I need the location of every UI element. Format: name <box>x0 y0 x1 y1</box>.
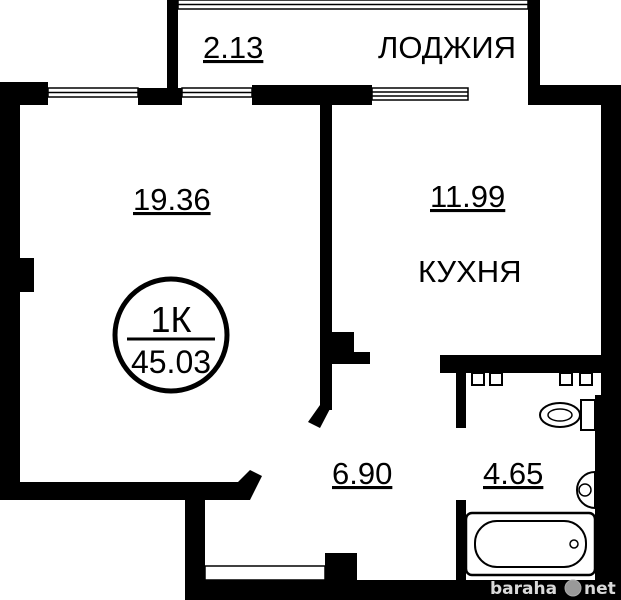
window-kitchen <box>371 87 469 101</box>
interior-walls <box>308 105 601 580</box>
wall-right <box>601 85 621 600</box>
bathroom-area: 4.65 <box>483 456 543 491</box>
watermark-suffix: net <box>584 579 616 599</box>
wall-bottom <box>185 580 621 600</box>
wall-partition <box>320 105 332 410</box>
wall-left <box>0 82 20 500</box>
hallway-area: 6.90 <box>332 456 392 491</box>
living-room-area: 19.36 <box>133 182 211 217</box>
wall-entry-left <box>185 482 205 600</box>
badge-type: 1К <box>151 299 192 340</box>
watermark-logo-icon <box>564 579 582 597</box>
watermark-text: baraha <box>490 579 557 599</box>
loggia <box>167 0 540 90</box>
apartment-badge: 1К 45.03 <box>112 276 230 394</box>
wall-bathroom-right-ledge <box>595 395 601 580</box>
wall-top-pier-2 <box>252 85 372 105</box>
wall-bathroom-left-lower <box>456 500 466 580</box>
wall-bathroom-top <box>440 355 601 373</box>
outer-walls <box>0 82 621 600</box>
vent-shaft-1 <box>471 372 485 386</box>
badge-circle <box>112 276 230 394</box>
wall-top-pier-1 <box>138 88 182 105</box>
wall-partition-stub-2 <box>354 352 370 364</box>
wall-top-right <box>528 85 621 105</box>
wall-door-jamb <box>238 470 262 500</box>
loggia-window <box>177 0 529 10</box>
vent-shaft-2 <box>489 372 503 386</box>
wall-bottom-left <box>0 482 238 500</box>
wall-bathroom-left <box>456 373 466 428</box>
wall-partition-stub <box>332 332 354 364</box>
toilet-icon <box>539 399 596 431</box>
wall-left-recess <box>20 258 34 292</box>
window-middle <box>181 87 253 98</box>
entrance-door <box>204 565 326 581</box>
loggia-area: 2.13 <box>203 30 263 65</box>
kitchen-area: 11.99 <box>430 179 505 214</box>
vent-shaft-3 <box>559 372 573 386</box>
badge-total-area: 45.03 <box>131 344 211 380</box>
loggia-left-wall <box>167 0 178 90</box>
bathtub-icon <box>464 511 597 577</box>
kitchen-label: КУХНЯ <box>418 254 522 289</box>
watermark: baraha net <box>490 579 616 599</box>
wall-partition-angle <box>308 405 332 428</box>
loggia-label: ЛОДЖИЯ <box>378 30 516 65</box>
vent-shaft-4 <box>579 372 593 386</box>
window-left <box>47 87 139 98</box>
wall-bottom-block <box>325 553 357 580</box>
sink-icon <box>576 470 596 510</box>
loggia-right-wall <box>528 0 540 90</box>
